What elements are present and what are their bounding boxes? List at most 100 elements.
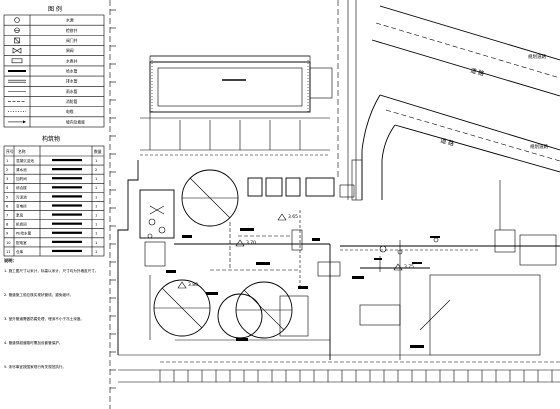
row-name: 混凝沉淀池 <box>16 158 34 163</box>
row-number: 6 <box>6 204 9 208</box>
square-x-symbol <box>14 37 20 44</box>
row-qty: 1 <box>95 177 97 181</box>
note-line: 3. 室外管道需做防腐处理，埋深不小于冻土深度。 <box>4 316 84 321</box>
arrow-line-symbol <box>8 120 26 124</box>
row-number: 4 <box>6 186 9 190</box>
row-name: 加药间 <box>16 176 27 181</box>
note-line: 1. 施工图尺寸以米计，标高以米计，尺寸均为外墙皮尺寸。 <box>4 268 98 273</box>
row-qty: 1 <box>95 213 97 217</box>
row-qty: 1 <box>95 159 97 163</box>
legend-label: 电缆 <box>66 109 74 114</box>
legend-label: 检修井 <box>66 28 78 33</box>
row-spec-bar <box>52 186 82 189</box>
row-name: 综合楼 <box>16 185 27 190</box>
right-building <box>519 234 557 266</box>
row-qty: 1 <box>95 195 97 199</box>
row-number: 10 <box>6 241 11 245</box>
tank-c <box>217 293 263 339</box>
table-row: 8 机修间 1 <box>4 219 104 227</box>
note-line: 5. 未尽事宜按国家现行有关规范执行。 <box>4 364 66 369</box>
left-structure <box>139 189 175 267</box>
table-title: 构筑物 <box>42 135 60 143</box>
middle-buildings <box>247 159 557 356</box>
row-qty: 1 <box>95 241 97 245</box>
row-spec-bar <box>52 249 82 253</box>
row-spec-bar <box>52 168 82 171</box>
notes-title: 说明： <box>4 257 17 264</box>
row-qty: 1 <box>95 223 97 227</box>
row-spec-bar <box>52 240 82 243</box>
row-name: PE给水管 <box>16 231 32 236</box>
legend-label: 雨水管 <box>66 89 78 94</box>
legend-label: 消防管 <box>66 99 78 104</box>
row-number: 9 <box>6 232 9 236</box>
row-spec-bar <box>52 158 82 162</box>
table-row: 5 污泥池 1 <box>4 192 104 199</box>
row-number: 1 <box>6 159 8 163</box>
circular-tanks <box>153 169 439 339</box>
table-row: 3 加药间 1 <box>4 173 104 181</box>
legend-label: 水表井 <box>66 58 78 63</box>
row-name: 机修间 <box>16 222 27 227</box>
legend-title: 图 例 <box>48 5 62 13</box>
road-network: 道 路 道 路 规划道路 规划道路 <box>347 0 560 200</box>
row-name: 清水池 <box>16 167 27 172</box>
note-line: 2. 管道施工前应核实现状管线，避免破坏。 <box>4 292 73 297</box>
table-header-cell: 数量 <box>94 149 102 154</box>
row-spec-bar <box>52 222 82 225</box>
elevation-marks: 3.65 3.70 3.75 3.80 <box>177 213 414 289</box>
row-name: 配电室 <box>16 240 27 245</box>
row-number: 8 <box>6 223 9 227</box>
row-spec-bar <box>52 231 82 234</box>
row-number: 3 <box>6 177 8 181</box>
row-number: 5 <box>6 195 8 199</box>
road-end-label-2: 规划道路 <box>530 143 548 150</box>
double-line-symbol <box>8 79 26 83</box>
row-number: 11 <box>6 250 11 254</box>
legend-label: 水源 <box>66 18 74 23</box>
elevation-4: 3.80 <box>188 282 198 288</box>
row-qty: 1 <box>95 204 97 208</box>
row-name: 仓库 <box>16 249 24 254</box>
legend-label: 阀门井 <box>66 38 78 43</box>
double-x-symbol <box>12 47 22 54</box>
table-header-cell: 序号 <box>6 149 14 154</box>
row-spec-bar <box>52 213 82 216</box>
circle-cross-symbol <box>14 27 20 33</box>
legend-label: 排水管 <box>66 79 78 84</box>
legend-label: 给水管 <box>66 69 78 74</box>
legend-label: 坡向及坡度 <box>66 119 85 124</box>
elevation-1: 3.65 <box>288 214 298 220</box>
row-number: 7 <box>6 213 8 217</box>
table-frame <box>3 145 105 257</box>
pipelines <box>149 210 560 360</box>
table-row: 1 混凝沉淀池 1 <box>6 158 97 163</box>
row-name: 污泥池 <box>16 194 27 199</box>
row-qty: 2 <box>95 168 97 172</box>
site-boundary <box>109 0 560 409</box>
row-spec-bar <box>52 204 82 207</box>
box-symbol <box>11 58 23 64</box>
table-row: 11 仓库 1 <box>4 246 104 254</box>
table-header-cell: 名称 <box>18 149 26 154</box>
row-qty: 1 <box>95 186 97 190</box>
elevation-2: 3.70 <box>246 240 256 246</box>
row-spec-bar <box>52 195 82 198</box>
notes-block: 说明： 1. 施工图尺寸以米计，标高以米计，尺寸均为外墙皮尺寸。 2. 管道施工前… <box>4 257 98 369</box>
main-building <box>140 55 333 156</box>
elevation-3: 3.75 <box>404 264 414 270</box>
note-line: 4. 管道穿越道路时需加设套管保护。 <box>4 340 62 345</box>
table-row: 10 配电室 1 <box>4 237 104 245</box>
road-end-label-1: 规划道路 <box>528 53 546 60</box>
row-spec-bar <box>52 177 82 180</box>
table-row: 4 综合楼 1 <box>4 182 104 190</box>
row-qty: 1 <box>95 250 97 254</box>
road-label-1: 道 路 <box>469 66 485 78</box>
